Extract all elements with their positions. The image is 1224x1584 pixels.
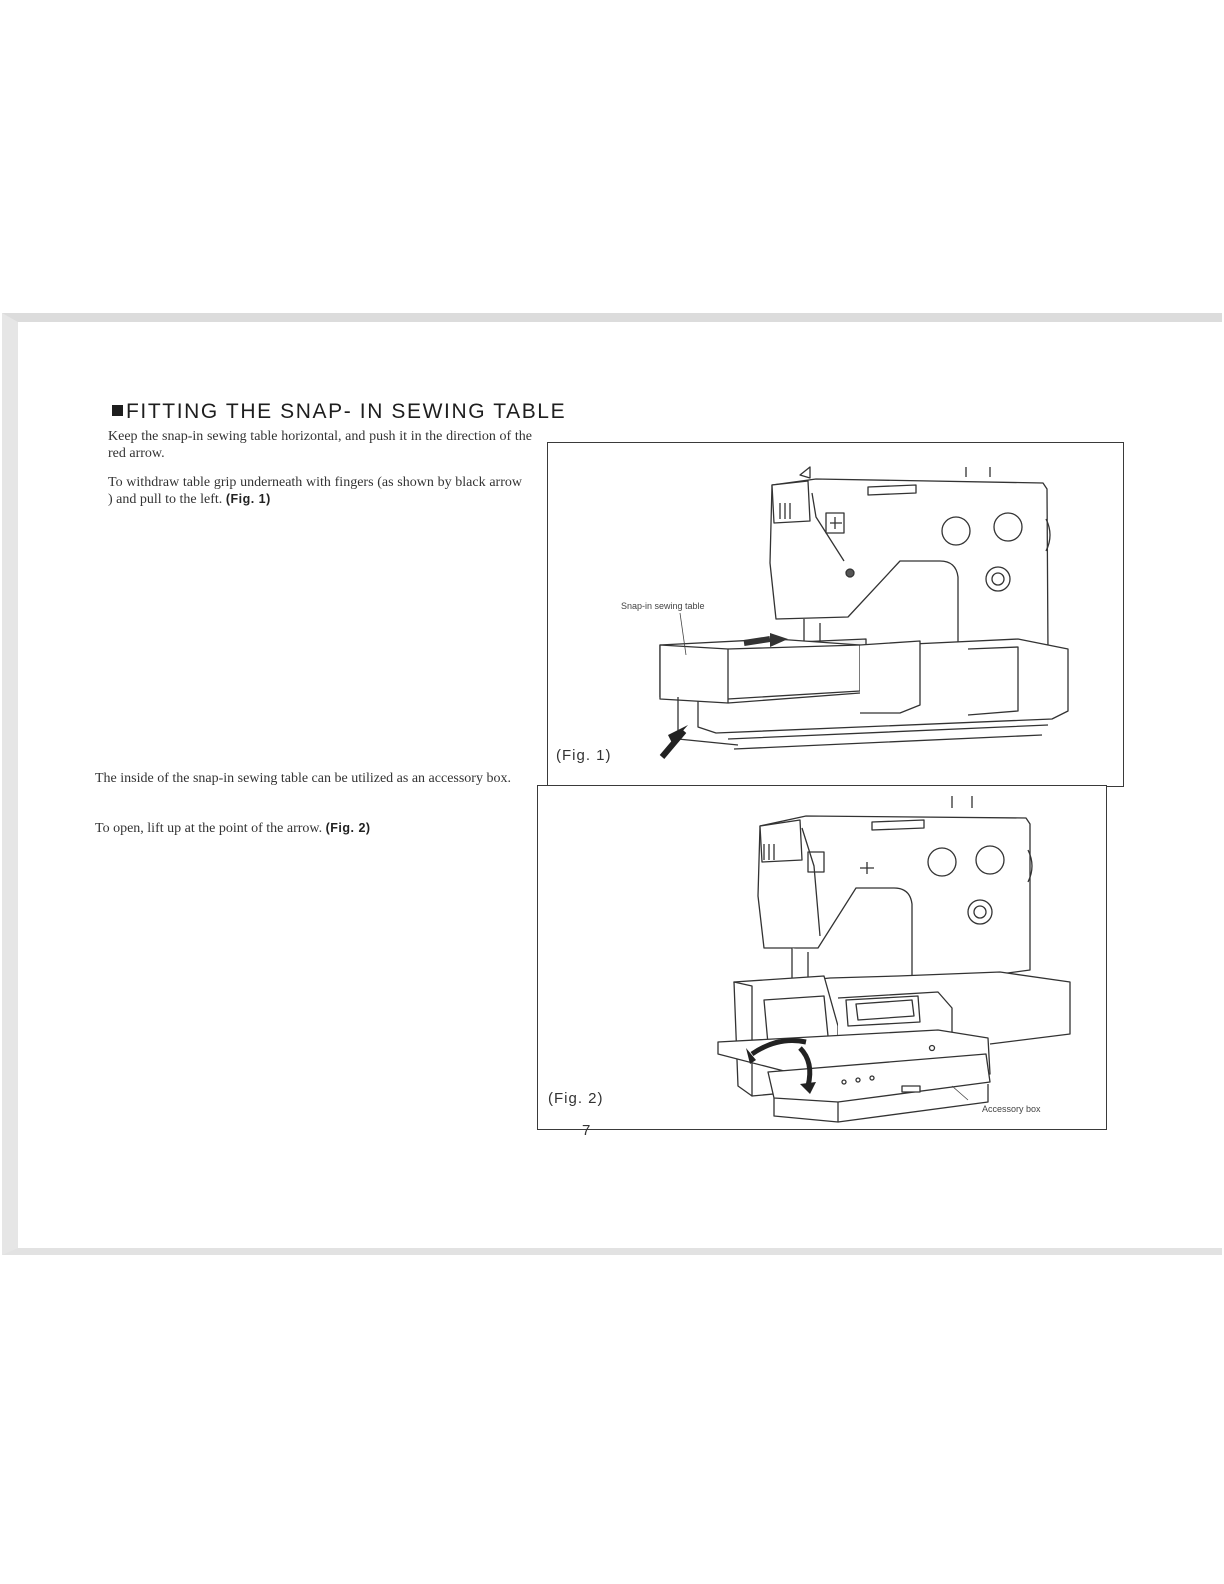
heading-bullet-icon (112, 405, 123, 416)
figure-2: Accessory box (Fig. 2) (537, 785, 1107, 1130)
sewing-machine-fig1-illustration (659, 466, 1069, 759)
instruction-accessory-box: The inside of the snap-in sewing table c… (95, 771, 511, 786)
instruction-withdraw-table: To withdraw table grip underneath with f… (108, 474, 522, 508)
figure-2-caption: (Fig. 2) (548, 1090, 604, 1107)
section-heading: FITTING THE SNAP- IN SEWING TABLE (112, 400, 566, 424)
callout-accessory-box: Accessory box (982, 1104, 1041, 1114)
withdraw-text: To withdraw table grip underneath with f… (108, 475, 522, 507)
open-text: To open, lift up at the point of the arr… (95, 821, 323, 836)
instruction-fit-table: Keep the snap-in sewing table horizontal… (108, 429, 532, 461)
figure-1-caption: (Fig. 1) (556, 747, 612, 764)
page-number: 7 (582, 1122, 591, 1139)
callout-snap-in-table: Snap-in sewing table (621, 601, 705, 611)
withdraw-figure-ref: (Fig. 1) (225, 492, 271, 506)
sewing-machine-fig2-illustration (717, 796, 1071, 1123)
section-title: FITTING THE SNAP- IN SEWING TABLE (126, 400, 567, 423)
instruction-open-box: To open, lift up at the point of the arr… (95, 820, 525, 837)
figure-1: Snap-in sewing table (Fig. 1) (547, 442, 1124, 787)
open-figure-ref: (Fig. 2) (325, 821, 371, 835)
